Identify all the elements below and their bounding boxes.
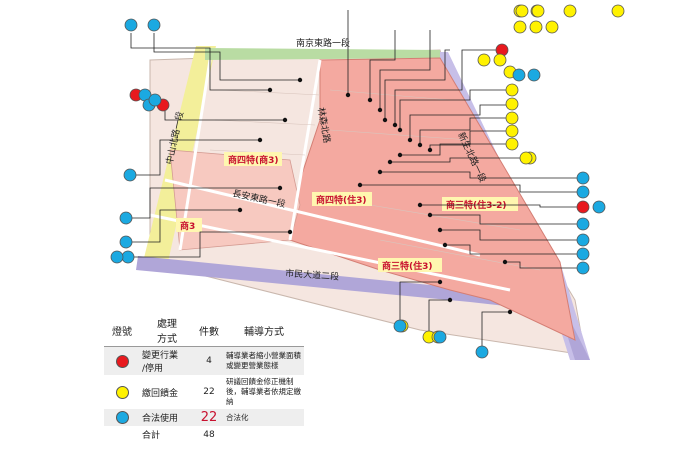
zone-label-c4-c3: 商四特(商3) [228, 154, 279, 166]
blue-marker [576, 233, 590, 247]
blue-marker [124, 18, 138, 32]
blue-marker [121, 250, 135, 264]
yellow-marker [531, 4, 545, 18]
legend-header-method: 處理 方式 [140, 314, 194, 347]
blue-marker [576, 185, 590, 199]
legend-header-lamp: 燈號 [104, 314, 140, 347]
legend-header-count: 件數 [194, 314, 224, 347]
red-marker [576, 200, 590, 214]
yellow-marker [513, 20, 527, 34]
road-label-nanjing: 南京東路一段 [296, 37, 350, 49]
point-dots [237, 77, 513, 315]
civic-blvd-band [136, 256, 590, 360]
blue-marker [110, 250, 124, 264]
blue-marker [119, 211, 133, 225]
blue-marker [119, 235, 133, 249]
legend-count: 22 [194, 408, 224, 427]
zone-label-c3: 商3 [180, 220, 195, 232]
blue-marker [576, 247, 590, 261]
blue-marker [123, 168, 137, 182]
blue-marker [592, 200, 606, 214]
zone-label-c4-r3: 商四特(住3) [316, 194, 367, 206]
legend-header-row: 燈號 處理 方式 件數 輔導方式 [104, 314, 304, 347]
legend-header-guidance: 輔導方式 [224, 314, 304, 347]
yellow-marker [505, 124, 519, 138]
legend-row-blue: 合法使用 22 合法化 [104, 408, 304, 427]
road-label-civic: 市民大道二段 [285, 267, 340, 283]
marker-layer [110, 4, 625, 359]
legend-count: 4 [194, 346, 224, 376]
blue-dot-icon [115, 411, 129, 424]
blue-marker [393, 319, 407, 333]
legend-count: 22 [194, 375, 224, 409]
yellow-marker [505, 111, 519, 125]
legend-method: 合法使用 [140, 408, 194, 427]
legend-total-count: 48 [194, 426, 224, 443]
yellow-marker [529, 20, 543, 34]
zone-label-c3-r3: 商三特(住3) [382, 260, 433, 272]
yellow-marker [563, 4, 577, 18]
yellow-marker [477, 53, 491, 67]
legend-guidance: 輔導業者縮小營業面積或變更營業態樣 [224, 346, 304, 376]
yellow-dot-icon [115, 385, 129, 399]
legend-total-label: 合計 [140, 426, 194, 443]
yellow-marker [545, 20, 559, 34]
legend-row-yellow: 繳回饋金 22 研議回饋金修正機制後，輔導業者依規定繳納 [104, 375, 304, 409]
zone-commercial-east [289, 57, 576, 341]
yellow-marker [611, 4, 625, 18]
yellow-marker [493, 53, 507, 67]
blue-marker [433, 330, 447, 344]
yellow-marker [505, 83, 519, 97]
legend-table: 燈號 處理 方式 件數 輔導方式 變更行業 /停用 4 輔導業者縮小營業面積或變… [104, 314, 304, 443]
legend-method: 繳回饋金 [140, 375, 194, 409]
legend-method: 變更行業 /停用 [140, 346, 194, 376]
blue-marker [576, 171, 590, 185]
legend-row-red: 變更行業 /停用 4 輔導業者縮小營業面積或變更營業態樣 [104, 346, 304, 376]
yellow-marker [505, 137, 519, 151]
blue-marker [527, 68, 541, 82]
red-dot-icon [115, 354, 129, 368]
leader-lines [126, 10, 583, 352]
blue-marker [147, 18, 161, 32]
yellow-marker [515, 4, 529, 18]
blue-marker [576, 217, 590, 231]
legend-guidance: 研議回饋金修正機制後，輔導業者依規定繳納 [224, 375, 304, 409]
legend-guidance: 合法化 [224, 408, 304, 427]
yellow-marker [505, 97, 519, 111]
yellow-marker [519, 151, 533, 165]
blue-marker [475, 345, 489, 359]
legend-total-row: 合計 48 [104, 426, 304, 443]
blue-marker [512, 68, 526, 82]
legend: 燈號 處理 方式 件數 輔導方式 變更行業 /停用 4 輔導業者縮小營業面積或變… [104, 314, 304, 443]
blue-marker [576, 261, 590, 275]
nanjing-road-band [205, 48, 440, 60]
blue-marker [148, 93, 162, 107]
